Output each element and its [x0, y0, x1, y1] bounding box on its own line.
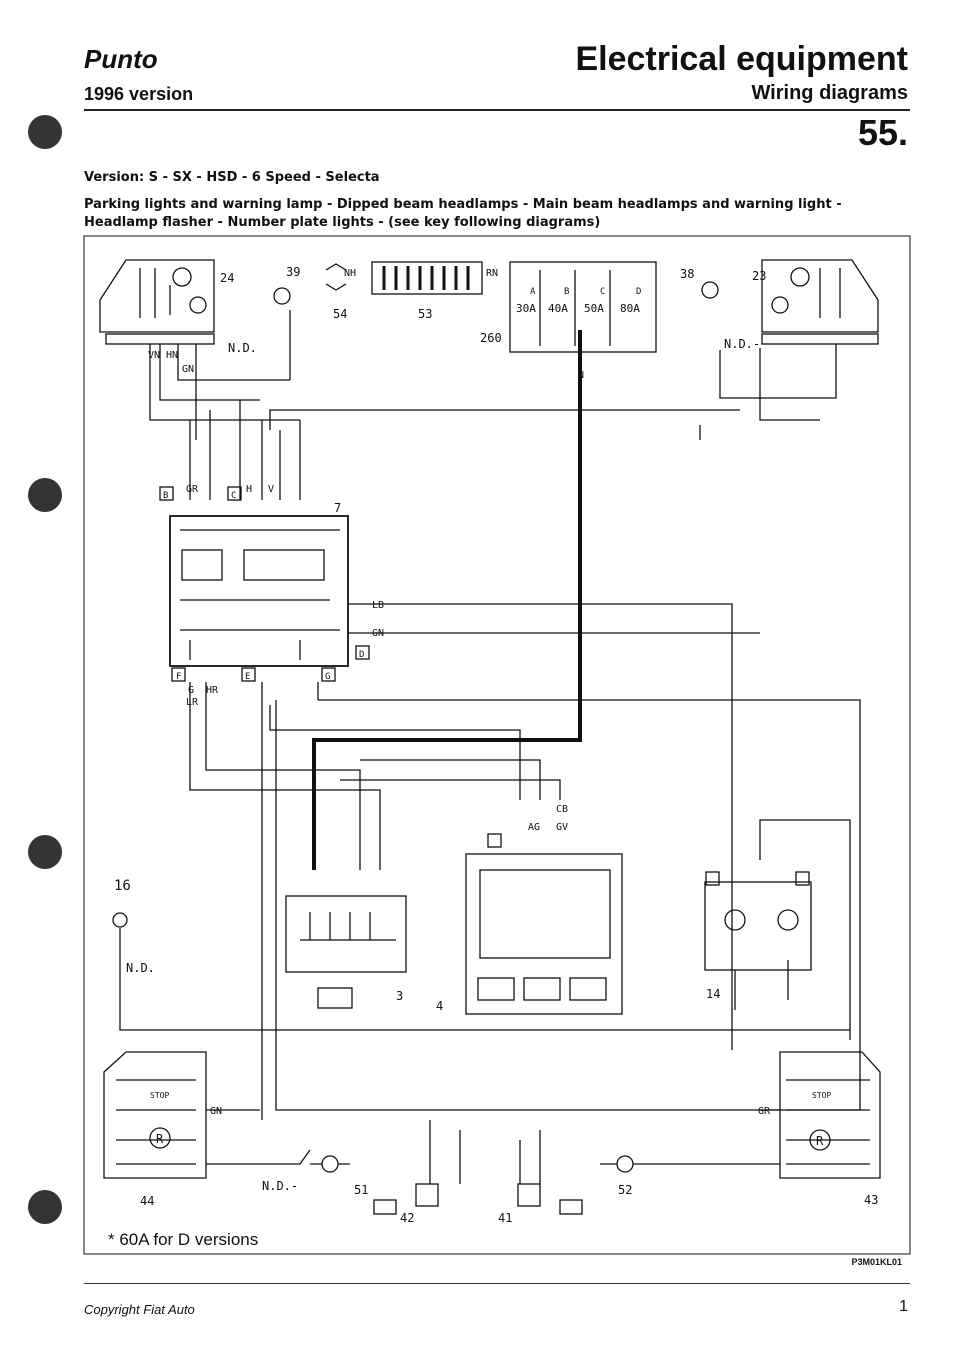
wire-lr: LR	[186, 697, 199, 708]
page-number: 1	[899, 1298, 908, 1315]
footnote: * 60A for D versions	[108, 1230, 259, 1249]
label-23: 23	[752, 269, 766, 283]
wire-lb: LB	[372, 600, 384, 611]
label-nd-3: N.D.	[126, 961, 155, 975]
wire-nh: NH	[344, 268, 356, 279]
wire-g: G	[188, 685, 194, 696]
stop-lamp-left: STOP	[150, 1091, 169, 1100]
stop-lamp-right: STOP	[812, 1091, 831, 1100]
label-41: 41	[498, 1211, 512, 1225]
label-38: 38	[680, 267, 694, 281]
label-52: 52	[618, 1183, 632, 1197]
fuse-30a: 30A	[516, 302, 536, 315]
diagram-description: Parking lights and warning lamp - Dipped…	[84, 197, 842, 230]
copyright: Copyright Fiat Auto	[84, 1302, 195, 1317]
wire-n: N	[578, 370, 584, 381]
wire-gn: GN	[182, 364, 194, 375]
version-line: Version: S - SX - HSD - 6 Speed - Select…	[84, 170, 380, 185]
fuse-40a: 40A	[548, 302, 568, 315]
wire-gn-3: GN	[210, 1106, 222, 1117]
wire-h: H	[246, 484, 252, 495]
label-nd-2: N.D.-	[724, 337, 760, 351]
fuse-c: C	[600, 287, 605, 297]
wire-gr-2: GR	[758, 1106, 771, 1117]
reference-code: P3M01KL01	[851, 1257, 902, 1267]
punch-hole	[28, 478, 62, 512]
reverse-lamp-right: R	[816, 1134, 824, 1148]
model-version: 1996 version	[84, 84, 194, 104]
fuse-a: A	[530, 287, 536, 297]
fuse-b: B	[564, 287, 569, 297]
label-14: 14	[706, 987, 720, 1001]
punch-hole	[28, 115, 62, 149]
label-nd-1: N.D.	[228, 341, 257, 355]
connector-g: G	[325, 672, 330, 682]
label-16: 16	[114, 878, 131, 894]
fuse-50a: 50A	[584, 302, 604, 315]
label-53: 53	[418, 307, 432, 321]
label-4: 4	[436, 999, 443, 1013]
fuse-80a: 80A	[620, 302, 640, 315]
punch-hole	[28, 835, 62, 869]
label-39: 39	[286, 265, 300, 279]
label-42: 42	[400, 1211, 414, 1225]
label-24: 24	[220, 271, 234, 285]
punch-hole	[28, 1190, 62, 1224]
label-7: 7	[334, 501, 341, 515]
section-title: Electrical equipment	[575, 40, 908, 78]
label-51: 51	[354, 1183, 368, 1197]
fuse-d: D	[636, 287, 641, 297]
wire-gv: GV	[556, 822, 568, 833]
page-code: 55.	[857, 112, 908, 153]
subsection-title: Wiring diagrams	[751, 82, 908, 104]
connector-c: C	[231, 491, 236, 501]
wire-gn-2: GN	[372, 628, 384, 639]
connector-e: E	[245, 672, 250, 682]
label-54: 54	[333, 307, 347, 321]
connector-f: F	[176, 672, 181, 682]
footer-rule	[84, 1283, 910, 1284]
wire-vn: VN	[148, 350, 160, 361]
label-44: 44	[140, 1194, 154, 1208]
label-3: 3	[396, 989, 403, 1003]
wire-hn: HN	[166, 350, 178, 361]
label-43: 43	[864, 1193, 878, 1207]
model-title: Punto	[84, 44, 158, 74]
wire-hr: HR	[206, 685, 219, 696]
connector-b: B	[163, 491, 168, 501]
wire-rn: RN	[486, 268, 498, 279]
connector-d: D	[359, 650, 364, 660]
wire-gr: GR	[186, 484, 199, 495]
label-260: 260	[480, 331, 502, 345]
wire-ag: AG	[528, 822, 540, 833]
reverse-lamp-left: R	[156, 1132, 164, 1146]
wire-v: V	[268, 484, 274, 495]
label-nd-4: N.D.-	[262, 1179, 298, 1193]
wire-cb: CB	[556, 804, 568, 815]
header-rule	[84, 109, 910, 111]
